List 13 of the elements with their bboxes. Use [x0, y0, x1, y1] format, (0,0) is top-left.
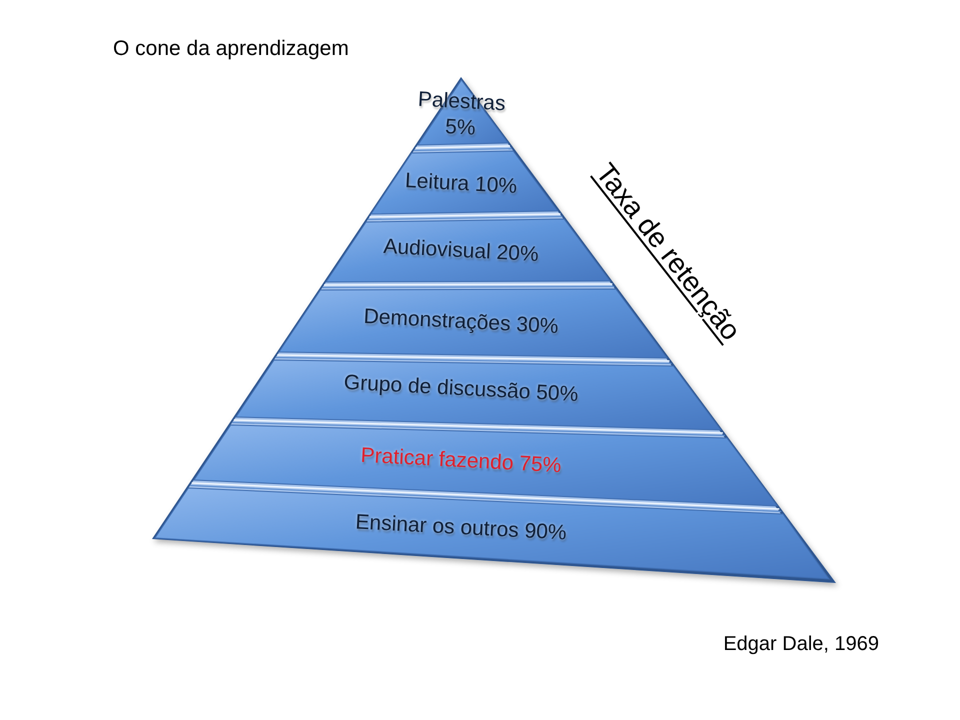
band-label: Ensinar os outros 90% [354, 510, 568, 546]
source-caption: Edgar Dale, 1969 [723, 633, 879, 656]
pyramid-band [155, 488, 829, 579]
band-label: Leitura 10% [404, 168, 518, 200]
diagram-title: O cone da aprendizagem [113, 37, 349, 61]
band-label: Demonstrações 30% [362, 304, 559, 340]
band-label: Praticar fazendo 75% [360, 442, 562, 480]
band-label: Grupo de discussão 50% [343, 370, 579, 408]
pyramid-band [236, 360, 721, 430]
pyramid-band [326, 219, 610, 282]
band-label: Palestras 5% [416, 86, 507, 142]
band-label: Audiovisual 20% [382, 234, 540, 268]
pyramid-band [371, 151, 558, 214]
